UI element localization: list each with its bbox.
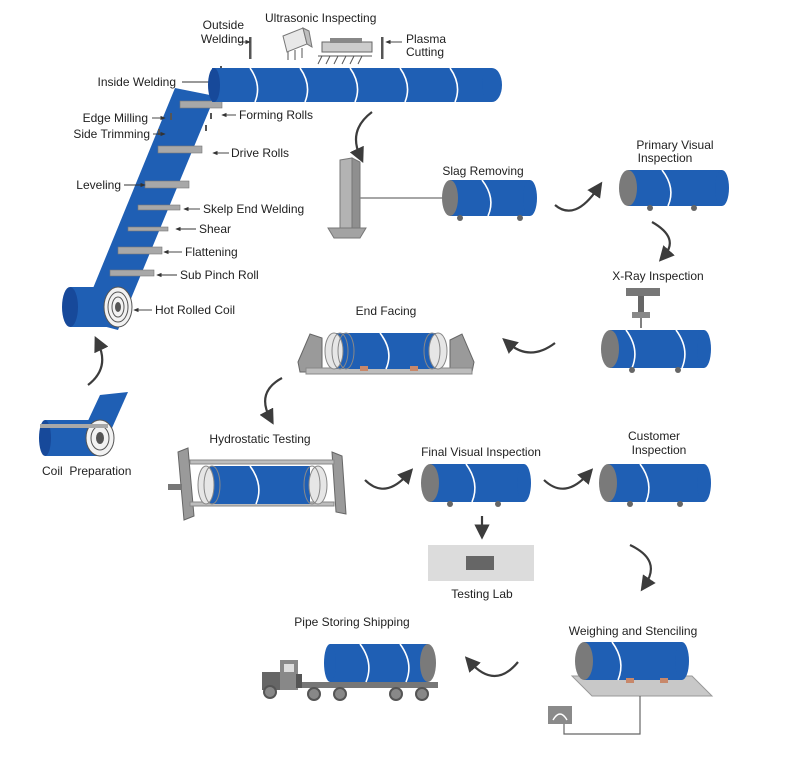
welded-pipe-top bbox=[208, 67, 502, 103]
plasma-cutting-torch bbox=[381, 37, 384, 59]
pipe-weighing bbox=[575, 641, 689, 683]
slag-removing-machine bbox=[327, 157, 447, 239]
outside-welding-torch bbox=[249, 37, 252, 59]
arrow-to-customer bbox=[543, 468, 594, 490]
ultrasonic-device bbox=[282, 27, 373, 65]
label-final-visual-inspection: Final Visual Inspection bbox=[421, 445, 541, 459]
label-edge-milling: Edge Milling bbox=[82, 111, 148, 125]
forming-rolls-bar bbox=[179, 100, 223, 109]
label-primary-visual-1: Primary Visual bbox=[636, 138, 714, 152]
label-testing-lab: Testing Lab bbox=[451, 587, 513, 601]
arrow-to-endfacing bbox=[502, 337, 556, 354]
label-slag-removing: Slag Removing bbox=[442, 164, 524, 178]
pipe-primary-visual bbox=[619, 169, 729, 211]
label-drive-rolls: Drive Rolls bbox=[231, 146, 290, 160]
label-side-trimming: Side Trimming bbox=[73, 127, 150, 141]
label-coil-preparation: Coil Preparation bbox=[42, 464, 132, 478]
label-sub-pinch-roll: Sub Pinch Roll bbox=[180, 268, 259, 282]
label-outside-welding-2: Welding bbox=[200, 32, 244, 46]
label-plasma-cutting-1: Plasma bbox=[406, 32, 447, 46]
arrow-to-slag bbox=[349, 111, 373, 163]
label-shear: Shear bbox=[199, 222, 232, 236]
pipe-final-visual bbox=[421, 463, 531, 507]
flow-arrows bbox=[87, 111, 675, 677]
testing-lab bbox=[428, 545, 534, 581]
weighing-stenciling-station bbox=[548, 675, 714, 735]
label-leveling: Leveling bbox=[76, 178, 121, 192]
sub-pinch-roll-bar bbox=[109, 269, 155, 277]
arrow-to-shipping bbox=[464, 656, 519, 677]
pipe-shipping bbox=[324, 643, 436, 683]
label-plasma-cutting-2: Cutting bbox=[406, 45, 445, 59]
arrow-to-weighing bbox=[629, 544, 656, 592]
label-end-facing: End Facing bbox=[355, 304, 417, 318]
leveling-bar bbox=[144, 180, 190, 189]
coil-preparation-unit bbox=[39, 392, 128, 457]
label-hot-rolled-coil: Hot Rolled Coil bbox=[155, 303, 236, 317]
arrow-to-finalvisual bbox=[364, 468, 414, 490]
flattening-bar bbox=[117, 246, 163, 255]
label-pointers bbox=[124, 39, 402, 313]
xray-device bbox=[626, 288, 660, 328]
hot-rolled-coil bbox=[62, 286, 133, 328]
label-customer-inspection-2: Inspection bbox=[631, 443, 687, 457]
skelp-end-welding-bar bbox=[137, 204, 181, 211]
label-inside-welding: Inside Welding bbox=[97, 75, 177, 89]
label-forming-rolls: Forming Rolls bbox=[239, 108, 314, 122]
arrow-to-hydro bbox=[259, 377, 283, 425]
label-hydrostatic-testing: Hydrostatic Testing bbox=[209, 432, 311, 446]
label-ultrasonic-inspecting: Ultrasonic Inspecting bbox=[265, 11, 377, 25]
end-facing-machine bbox=[297, 333, 475, 375]
label-weighing-stenciling: Weighing and Stenciling bbox=[568, 624, 698, 638]
pipe-end-facing bbox=[324, 332, 448, 371]
label-flattening: Flattening bbox=[185, 245, 238, 259]
arrow-to-primary bbox=[554, 181, 603, 212]
label-outside-welding-1: Outside bbox=[202, 18, 244, 32]
shear-bar bbox=[127, 226, 169, 232]
label-primary-visual-2: Inspection bbox=[637, 151, 693, 165]
pipe-customer-inspection bbox=[599, 463, 711, 507]
drive-rolls-bar bbox=[157, 145, 203, 154]
label-pipe-storing-shipping: Pipe Storing Shipping bbox=[294, 615, 410, 629]
pipe-slag-removing bbox=[442, 179, 537, 221]
label-skelp-end-welding: Skelp End Welding bbox=[203, 202, 305, 216]
label-customer-inspection-1: Customer bbox=[627, 429, 680, 443]
pipe-xray bbox=[601, 329, 711, 373]
strip-station-bars bbox=[109, 100, 223, 277]
shipping-truck bbox=[262, 660, 438, 701]
label-xray-inspection: X-Ray Inspection bbox=[612, 269, 704, 283]
pipe-hydrostatic bbox=[197, 465, 328, 505]
arrow-to-xray bbox=[651, 221, 675, 262]
arrow-coil-up bbox=[87, 336, 109, 386]
